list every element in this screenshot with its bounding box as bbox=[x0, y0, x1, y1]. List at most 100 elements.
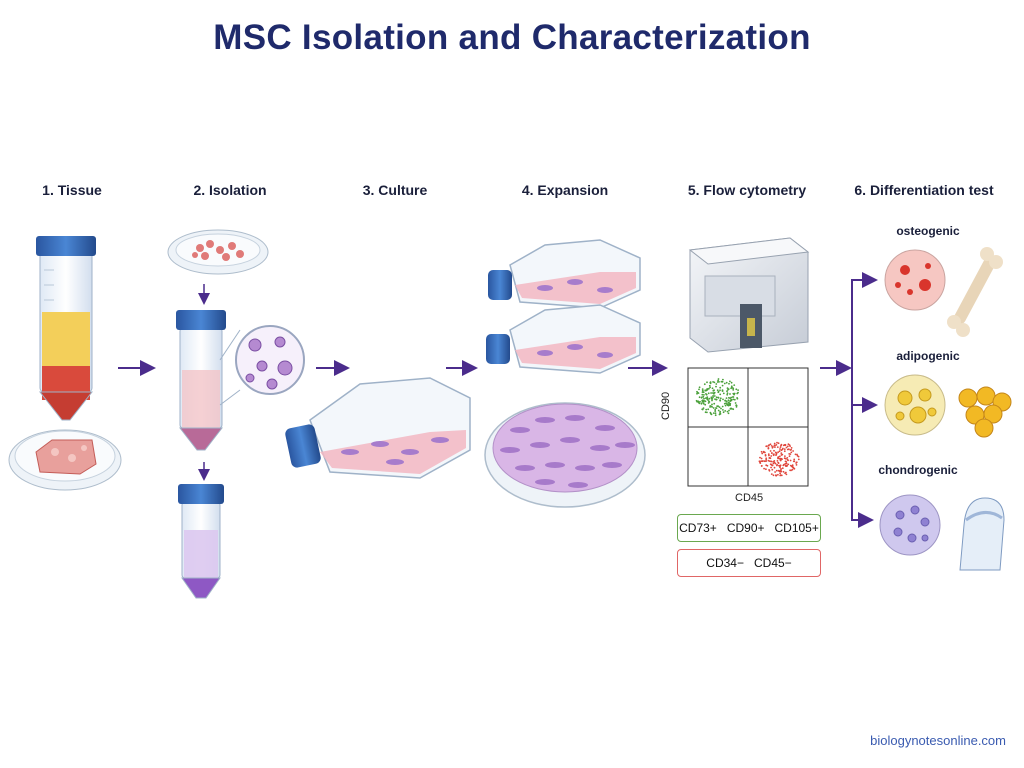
scatter-dot bbox=[727, 412, 730, 415]
scatter-dot bbox=[792, 450, 794, 452]
cell-zoom-icon bbox=[219, 325, 305, 406]
scatter-dot bbox=[764, 451, 766, 454]
scatter-dot bbox=[735, 388, 738, 391]
scatter-dot bbox=[710, 405, 713, 408]
scatter-dot bbox=[787, 463, 790, 466]
scatter-dot bbox=[765, 464, 768, 467]
scatter-dot bbox=[731, 386, 733, 389]
scatter-dot bbox=[729, 399, 732, 402]
scatter-dot bbox=[780, 452, 783, 454]
scatter-dot bbox=[701, 389, 704, 392]
scatter-dot bbox=[706, 398, 709, 400]
lineage-label-chondrogenic: chondrogenic bbox=[878, 463, 958, 477]
scatter-dot bbox=[779, 470, 782, 472]
scatter-dot bbox=[773, 449, 775, 452]
lineage-label-adipogenic: adipogenic bbox=[896, 349, 960, 363]
scatter-dot bbox=[787, 459, 789, 462]
scatter-dot bbox=[717, 405, 719, 408]
scatter-dot bbox=[709, 381, 712, 384]
scatter-dot bbox=[734, 402, 737, 404]
scatter-dot bbox=[764, 454, 767, 457]
scatter-dot bbox=[768, 460, 771, 462]
scatter-dot bbox=[696, 390, 698, 393]
scatter-dot bbox=[780, 449, 783, 452]
scatter-dot bbox=[770, 445, 773, 447]
scatter-dot bbox=[715, 396, 718, 399]
scatter-dot bbox=[786, 445, 789, 448]
scatter-dot bbox=[701, 391, 704, 393]
scatter-dot bbox=[775, 452, 778, 455]
lineage-label-osteogenic: osteogenic bbox=[896, 224, 960, 238]
flow-arrows bbox=[118, 272, 878, 528]
scatter-dot bbox=[758, 460, 761, 463]
scatter-dot bbox=[733, 392, 736, 395]
scatter-dot bbox=[769, 443, 772, 446]
step-label-flow-cytometry: 5. Flow cytometry bbox=[687, 182, 807, 198]
scatter-dot bbox=[789, 445, 791, 447]
scatter-dot bbox=[729, 380, 731, 383]
scatter-dot bbox=[722, 378, 724, 381]
scatter-dot bbox=[701, 388, 704, 390]
scatter-dot bbox=[717, 397, 720, 399]
expansion-flask-middle-icon bbox=[486, 304, 641, 374]
step-label-expansion: 4. Expansion bbox=[521, 182, 609, 198]
scatter-dot bbox=[712, 395, 714, 397]
scatter-dot bbox=[771, 468, 774, 471]
scatter-dot bbox=[778, 464, 780, 467]
scatter-dot bbox=[793, 467, 796, 470]
scatter-dot bbox=[790, 451, 793, 454]
scatter-dot bbox=[786, 457, 789, 459]
scatter-dot bbox=[720, 380, 723, 383]
scatter-dot bbox=[702, 395, 705, 398]
scatter-dot bbox=[703, 397, 705, 400]
scatter-dot bbox=[779, 464, 782, 467]
scatter-dot bbox=[774, 462, 777, 465]
scatter-dot bbox=[717, 390, 720, 393]
scatter-dot bbox=[797, 455, 800, 458]
adipocyte-icon bbox=[884, 374, 946, 436]
scatter-dot bbox=[711, 403, 713, 406]
scatter-dot bbox=[772, 462, 775, 465]
scatter-dot bbox=[717, 379, 719, 382]
fat-droplets-icon bbox=[958, 386, 1012, 438]
scatter-dot bbox=[789, 449, 792, 451]
scatter-dot bbox=[709, 411, 712, 414]
scatter-dot bbox=[777, 461, 780, 464]
scatter-dot bbox=[728, 382, 730, 385]
scatter-dot bbox=[733, 384, 736, 386]
expansion-flask-top-icon bbox=[488, 239, 641, 309]
scatter-dot bbox=[793, 458, 796, 461]
scatter-dot bbox=[706, 388, 709, 390]
scatter-dot bbox=[775, 454, 777, 456]
scatter-dot bbox=[701, 396, 703, 399]
step-label-culture: 3. Culture bbox=[362, 182, 428, 198]
scatter-dot bbox=[724, 410, 727, 412]
scatter-dot bbox=[777, 473, 779, 476]
scatter-dot bbox=[698, 396, 701, 399]
scatter-dot bbox=[775, 444, 778, 446]
scatter-dot bbox=[735, 406, 738, 408]
scatter-dot bbox=[715, 383, 718, 385]
scatter-dot bbox=[760, 465, 763, 467]
scatter-dot bbox=[719, 397, 722, 400]
scatter-dot bbox=[713, 402, 716, 405]
scatter-dot bbox=[709, 386, 711, 389]
scatter-dot bbox=[733, 398, 736, 401]
scatter-dot bbox=[709, 406, 711, 408]
positive-markers-box: CD73+ CD90+ CD105+ bbox=[677, 514, 821, 542]
scatter-dot bbox=[707, 408, 710, 411]
step-label-differentiation: 6. Differentiation test bbox=[854, 182, 994, 198]
culture-flask-icon bbox=[285, 377, 471, 479]
scatter-dot bbox=[718, 381, 720, 383]
scatter-dot bbox=[711, 399, 713, 402]
scatter-dot bbox=[719, 386, 722, 389]
scatter-dot bbox=[701, 401, 704, 403]
scatter-dot bbox=[697, 400, 700, 403]
scatter-dot bbox=[712, 407, 715, 409]
scatter-dot bbox=[717, 409, 720, 412]
scatter-dot bbox=[719, 399, 721, 402]
scatter-dot bbox=[719, 389, 721, 392]
scatter-dot bbox=[780, 454, 783, 456]
scatter-dot bbox=[702, 407, 705, 409]
scatter-dot bbox=[719, 410, 722, 413]
